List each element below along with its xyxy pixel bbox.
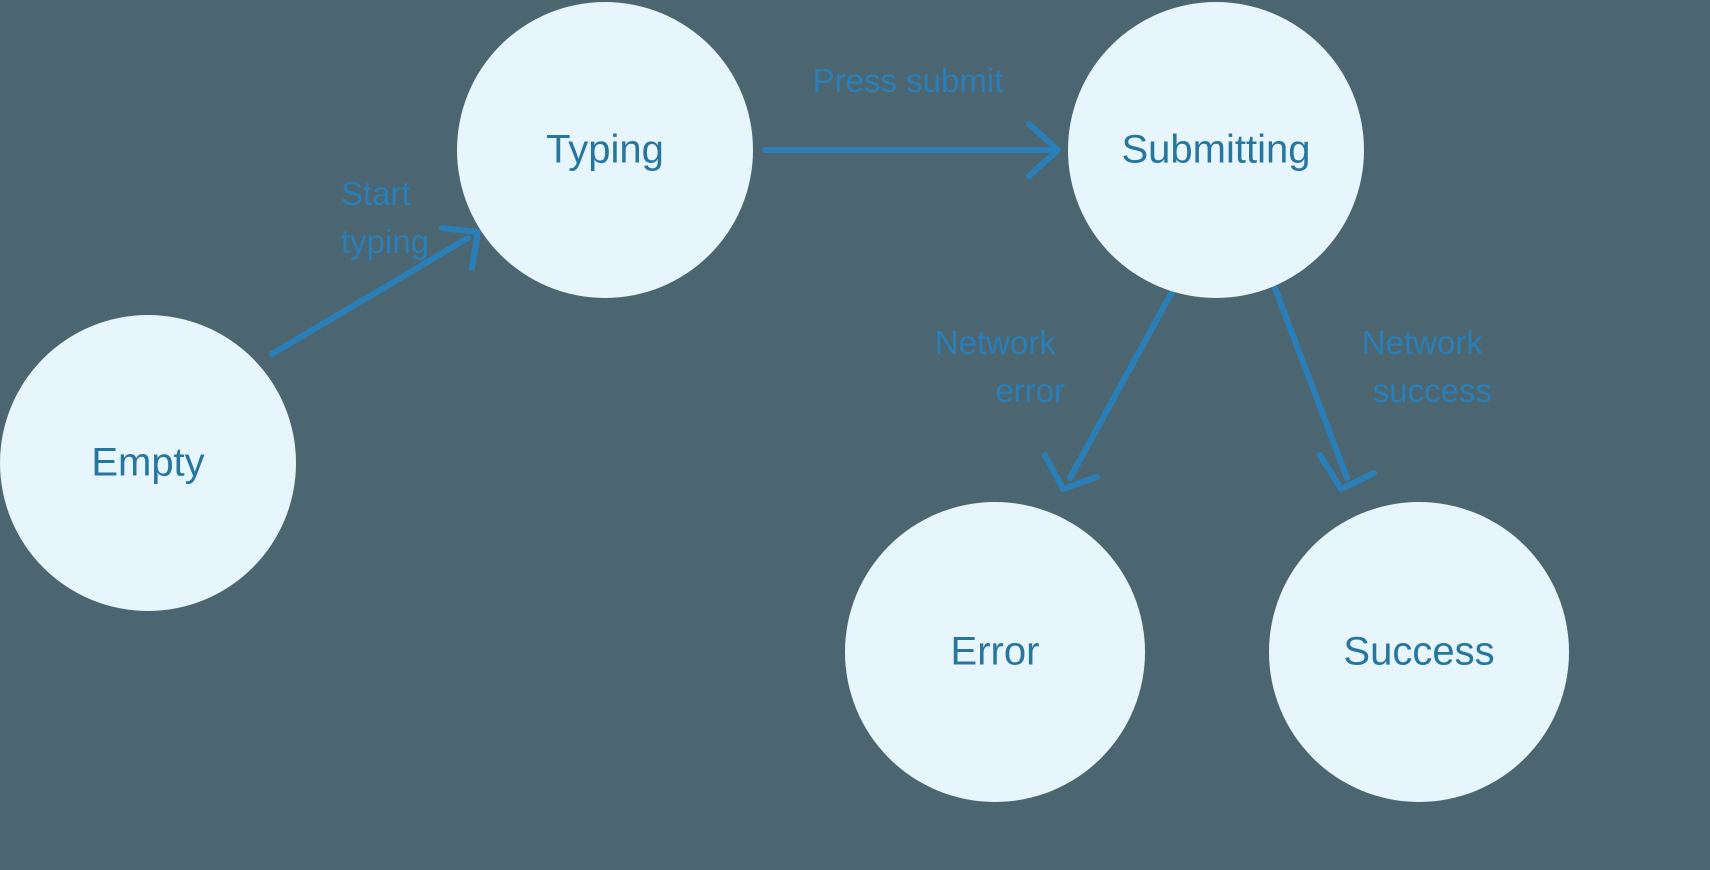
edge-label-line: error bbox=[995, 372, 1065, 409]
node-submitting-circle[interactable] bbox=[1068, 2, 1364, 298]
node-error-circle[interactable] bbox=[845, 502, 1145, 802]
node-empty-label: Empty bbox=[91, 441, 204, 485]
node-empty[interactable]: Empty bbox=[0, 315, 296, 611]
arrowhead-typing-to-submitting bbox=[1026, 121, 1061, 179]
edge-typing-to-submitting: Press submit bbox=[762, 62, 1061, 179]
node-typing[interactable]: Typing bbox=[457, 2, 753, 298]
edge-label-line: success bbox=[1373, 372, 1492, 409]
node-error[interactable]: Error bbox=[845, 502, 1145, 802]
node-submitting-label: Submitting bbox=[1122, 128, 1311, 172]
edge-label-empty-to-typing: Start typing bbox=[341, 175, 429, 260]
node-success-label: Success bbox=[1343, 630, 1494, 674]
edge-line-submitting-to-error bbox=[1067, 289, 1175, 481]
edge-label-line: Press submit bbox=[813, 62, 1004, 99]
edge-label-line: typing bbox=[341, 223, 429, 260]
edge-label-submitting-to-error: Network error bbox=[935, 324, 1065, 409]
edge-line-submitting-to-success bbox=[1272, 285, 1350, 481]
edge-label-line: Network bbox=[1362, 324, 1484, 361]
edge-empty-to-typing: Start typing bbox=[269, 175, 481, 357]
edge-label-submitting-to-success: Network success bbox=[1362, 324, 1492, 409]
edge-label-typing-to-submitting: Press submit bbox=[813, 62, 1004, 99]
node-error-label: Error bbox=[951, 630, 1040, 674]
node-typing-circle[interactable] bbox=[457, 2, 753, 298]
edge-submitting-to-error: Network error bbox=[935, 289, 1175, 492]
edge-label-line: Network bbox=[935, 324, 1057, 361]
node-typing-label: Typing bbox=[546, 128, 664, 172]
edge-line-empty-to-typing bbox=[269, 235, 471, 357]
arrowhead-empty-to-typing bbox=[439, 225, 481, 271]
node-empty-circle[interactable] bbox=[0, 315, 296, 611]
arrowhead-submitting-to-error bbox=[1042, 452, 1100, 492]
node-submitting[interactable]: Submitting bbox=[1068, 2, 1364, 298]
node-success[interactable]: Success bbox=[1269, 502, 1569, 802]
arrowhead-submitting-to-success bbox=[1317, 452, 1377, 492]
edge-label-line: Start bbox=[341, 175, 411, 212]
edge-submitting-to-success: Network success bbox=[1272, 285, 1492, 492]
node-success-circle[interactable] bbox=[1269, 502, 1569, 802]
